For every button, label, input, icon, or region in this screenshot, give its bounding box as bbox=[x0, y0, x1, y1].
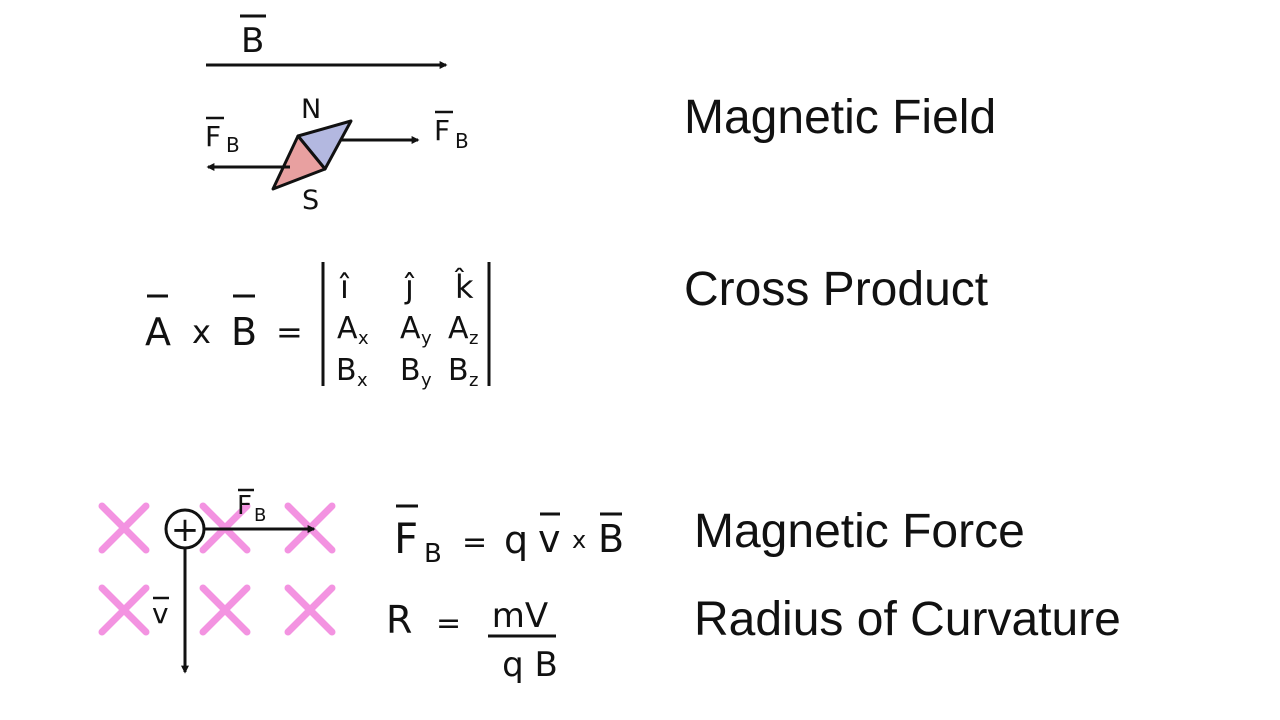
force-f: F bbox=[394, 514, 418, 563]
b-x: B bbox=[336, 353, 357, 388]
topic-radius-of-curvature: Radius of Curvature bbox=[694, 593, 1121, 646]
force-times: x bbox=[572, 526, 586, 554]
unit-k: k̂ bbox=[454, 268, 474, 306]
magnetic-field-diagram: B N S F B F B bbox=[205, 14, 469, 216]
field-into-page-marks bbox=[98, 502, 336, 636]
radius-formula: R = mV q B bbox=[386, 596, 558, 685]
field-x-mark bbox=[284, 584, 336, 636]
a-y-sub: y bbox=[421, 328, 432, 349]
charge-diagram: + F B v bbox=[152, 488, 316, 674]
force-v: v bbox=[538, 517, 561, 561]
b-z-sub: z bbox=[469, 370, 478, 391]
compass-south-half bbox=[271, 134, 327, 191]
field-x-mark bbox=[98, 584, 150, 636]
south-label: S bbox=[302, 185, 319, 216]
lhs-equals: = bbox=[276, 313, 303, 351]
force-label-left: F bbox=[205, 120, 221, 153]
radius-equals: = bbox=[436, 606, 461, 641]
force-q: q bbox=[504, 518, 528, 562]
force-subscript-right: B bbox=[455, 129, 469, 153]
charge-force-subscript: B bbox=[254, 505, 266, 526]
unit-i: î bbox=[339, 268, 350, 306]
charge-symbol: + bbox=[171, 510, 200, 550]
field-x-mark bbox=[199, 584, 251, 636]
b-y: B bbox=[400, 353, 421, 388]
topic-magnetic-force: Magnetic Force bbox=[694, 505, 1025, 558]
radius-numerator: mV bbox=[492, 596, 548, 636]
b-z: B bbox=[448, 353, 469, 388]
a-z-sub: z bbox=[469, 328, 478, 349]
topic-magnetic-field: Magnetic Field bbox=[684, 91, 997, 144]
field-x-mark bbox=[98, 502, 150, 554]
a-z: A bbox=[448, 311, 469, 346]
force-f-sub: B bbox=[424, 539, 442, 569]
a-x-sub: x bbox=[358, 328, 369, 349]
field-label: B bbox=[241, 21, 264, 61]
unit-j: ĵ bbox=[404, 268, 415, 306]
lhs-a: A bbox=[145, 310, 171, 354]
cross-product-formula: A x B = î ĵ k̂ A x A y A z B x B y B z bbox=[145, 262, 491, 391]
lhs-times: x bbox=[192, 313, 211, 351]
force-label-right: F bbox=[434, 114, 450, 147]
positive-charge bbox=[164, 508, 206, 550]
radius-denominator: q B bbox=[502, 645, 558, 685]
force-formula: F B = q v x B bbox=[394, 504, 624, 569]
a-y: A bbox=[400, 311, 421, 346]
radius-r: R bbox=[386, 598, 412, 642]
b-y-sub: y bbox=[421, 370, 432, 391]
force-equals: = bbox=[462, 525, 487, 560]
b-x-sub: x bbox=[357, 370, 368, 391]
charge-force-label: F bbox=[237, 491, 252, 521]
north-label: N bbox=[301, 94, 321, 125]
force-subscript-left: B bbox=[226, 133, 240, 157]
charge-velocity-label: v bbox=[152, 597, 169, 630]
a-x: A bbox=[337, 311, 358, 346]
topic-cross-product: Cross Product bbox=[684, 263, 989, 316]
lhs-b: B bbox=[231, 310, 257, 354]
force-b: B bbox=[598, 517, 624, 561]
